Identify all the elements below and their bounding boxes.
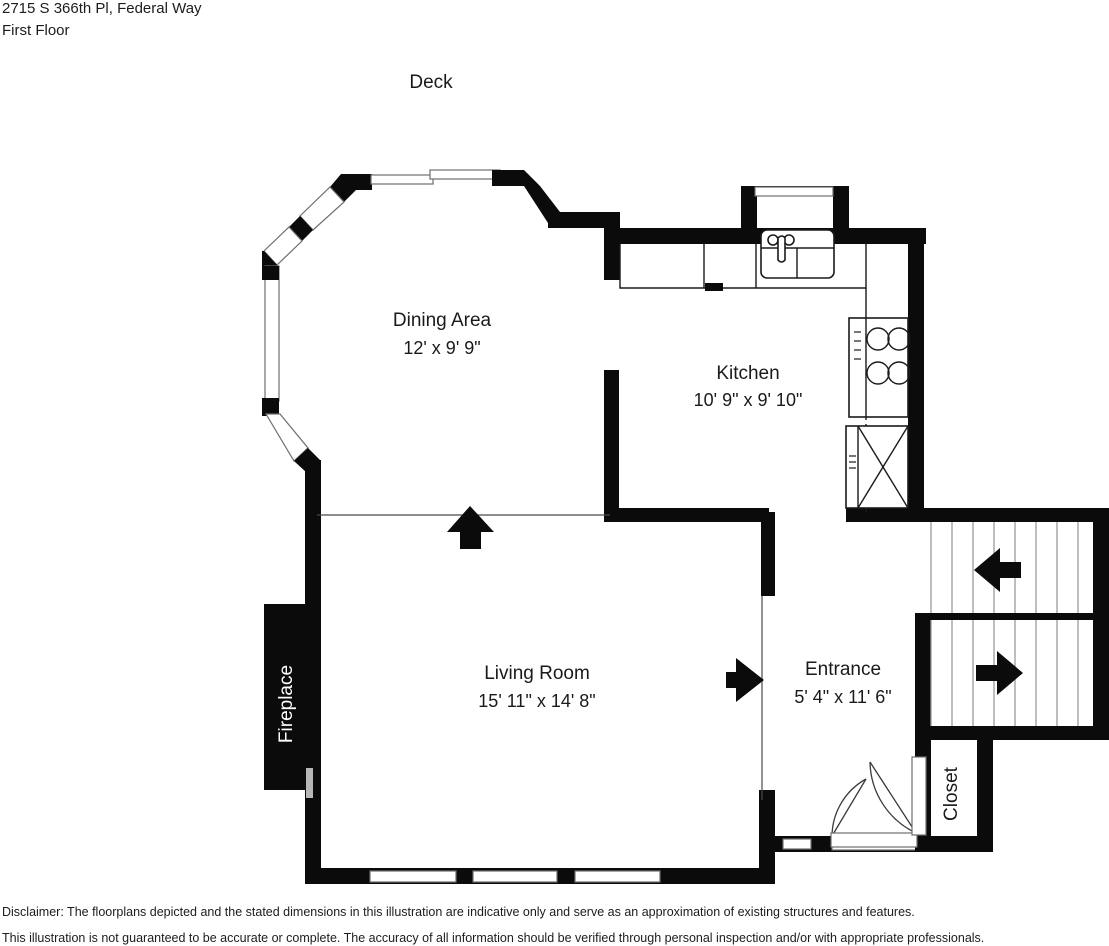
door-threshold-entrance (830, 832, 918, 848)
wall-post-nw2 (289, 216, 313, 241)
entrance-dims: 5' 4" x 11' 6" (794, 687, 891, 707)
counter-top-run (619, 244, 867, 289)
wall-closet-bottom (915, 836, 993, 852)
window-entrance-south (782, 838, 812, 850)
door-leaf-entrance (831, 778, 867, 837)
wall-post-nw1 (330, 174, 356, 202)
property-address: 2715 S 366th Pl, Federal Way (2, 0, 202, 17)
wall-interior-dining-kitchen (604, 370, 619, 516)
wall-interior-kitchen-bottom (604, 508, 769, 522)
wall-kitchen-nw-stub (604, 228, 620, 280)
wall-closet-right (977, 736, 993, 852)
door-arc-closet (869, 761, 917, 834)
disclaimer-line-1: Disclaimer: The floorplans depicted and … (2, 905, 915, 919)
arrow-left-icon (974, 548, 1021, 592)
disclaimer-line-2: This illustration is not guaranteed to b… (2, 931, 985, 945)
refrigerator-icon (845, 425, 909, 509)
circulation-arrows (447, 506, 764, 702)
fireplace: Fireplace (264, 604, 314, 798)
floor-label: First Floor (2, 22, 70, 39)
wall-bay-top-right (492, 170, 524, 186)
wall-dining-kitchen-top (548, 212, 620, 228)
fireplace-hearth (264, 604, 314, 790)
exterior-walls (262, 169, 1109, 884)
window-west-dining (264, 265, 280, 402)
room-labels: Dining Area 12' x 9' 9" Kitchen 10' 9" x… (393, 310, 962, 821)
door-threshold-closet (911, 756, 927, 836)
window-south-3 (574, 870, 661, 883)
stairs (915, 522, 1093, 726)
stove-burners-icon (848, 317, 909, 418)
window-south-1 (369, 870, 457, 883)
interior-walls (317, 370, 775, 800)
wall-stairs-bottom (915, 726, 1109, 740)
entrance-label: Entrance (805, 659, 881, 680)
living-room-dims: 15' 11" x 14' 8" (478, 691, 595, 711)
deck-label: Deck (409, 72, 453, 93)
floor-plan-drawing: Deck (262, 72, 1109, 884)
wall-bumpout-right (833, 186, 849, 238)
wall-w-top (262, 266, 279, 280)
fireplace-edge-detail (306, 768, 313, 798)
dining-area-label: Dining Area (393, 310, 492, 331)
wall-living-se-vert (759, 790, 775, 884)
kitchen-fixtures (619, 229, 911, 512)
sink-tap-left (767, 234, 779, 246)
counter-marker (705, 283, 723, 291)
window-bay-top2 (429, 169, 501, 180)
fireplace-label: Fireplace (276, 665, 297, 743)
wall-w-bottom (262, 398, 279, 416)
door-leaf-closet (869, 761, 917, 834)
dining-area-dims: 12' x 9' 9" (403, 338, 480, 358)
wall-stairs-left-lower (915, 615, 931, 733)
arrow-right-icon-stairs (976, 651, 1023, 695)
door-arc-entrance (831, 778, 867, 837)
wall-kitchen-bottom-right (846, 508, 916, 522)
stair-treads-upper (930, 522, 1079, 614)
kitchen-label: Kitchen (716, 363, 779, 384)
window-bay-top (370, 174, 434, 185)
arrow-up-icon (447, 506, 494, 549)
fridge-x-2 (857, 425, 909, 509)
kitchen-dims: 10' 9" x 9' 10" (694, 390, 803, 410)
sink-faucet (777, 235, 786, 263)
arrow-right-icon (726, 658, 764, 702)
stove-burner-bl (866, 361, 890, 385)
living-room-label: Living Room (484, 663, 590, 684)
wall-post-nw3 (262, 251, 277, 268)
wall-stairs-right (1093, 508, 1109, 740)
wall-east-kitchen (908, 228, 924, 522)
wall-bumpout-left (741, 186, 757, 238)
doors (830, 756, 927, 848)
window-south-2 (472, 870, 558, 883)
stove-burner-tl (866, 327, 890, 351)
stair-landing-divider (915, 613, 1093, 620)
window-over-sink (754, 186, 834, 197)
closet-label: Closet (941, 766, 962, 821)
wall-interior-living-right (761, 512, 775, 596)
wall-ne-diagonal (524, 170, 560, 223)
stove-burner-tr (887, 327, 911, 351)
wall-stairs-top (915, 508, 1109, 522)
stove-burner-br (887, 361, 911, 385)
